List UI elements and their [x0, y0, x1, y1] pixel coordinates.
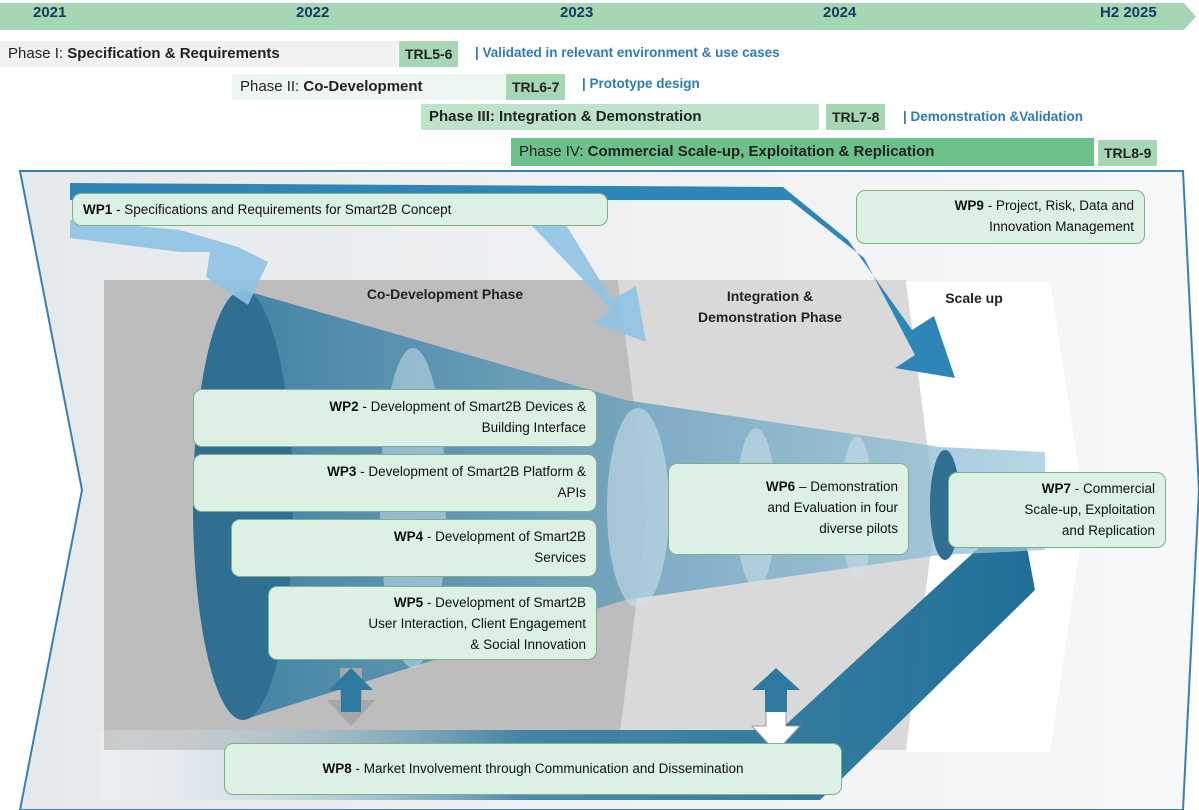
phase-1-name: Specification & Requirements [67, 45, 280, 62]
phase-4-prefix: Phase IV: [519, 143, 588, 160]
timeline-year-h2-2025: H2 2025 [1100, 4, 1157, 21]
wp1-box: WP1 - Specifications and Requirements fo… [72, 193, 608, 226]
wp8-id: WP8 [322, 761, 352, 776]
wp7-text-line2: Scale-up, Exploitation [1024, 502, 1155, 517]
wp8-box: WP8 - Market Involvement through Communi… [224, 743, 842, 795]
wp2-text-line2: Building Interface [481, 420, 586, 435]
phase-4-bar: Phase IV: Commercial Scale-up, Exploitat… [511, 138, 1094, 166]
integration-wp8-arrows [750, 668, 802, 753]
wp6-id: WP6 [765, 479, 796, 494]
wp7-box: WP7 - Commercial Scale-up, Exploitation … [948, 472, 1166, 548]
wp2-text: - Development of Smart2B Devices & [358, 399, 586, 414]
wp3-text-line2: APIs [557, 485, 586, 500]
wp2-id: WP2 [329, 399, 359, 414]
integration-phase-label-line1: Integration & [726, 288, 814, 304]
wp3-text: - Development of Smart2B Platform & [356, 464, 586, 479]
timeline-year-2023: 2023 [560, 4, 594, 21]
wp1-arrow-to-integration [520, 215, 646, 342]
wp3-id: WP3 [327, 464, 357, 479]
wp1-id: WP1 [83, 202, 113, 217]
wp6-text-line3: diverse pilots [819, 521, 898, 536]
wp6-box: WP6 – Demonstration and Evaluation in fo… [668, 463, 909, 555]
wp4-text-line2: Services [534, 550, 586, 565]
phase-2-trl-badge: TRL6-7 [506, 74, 566, 100]
wp4-id: WP4 [393, 529, 424, 544]
dissemination-band [100, 510, 1035, 800]
integration-phase-label-line2: Demonstration Phase [698, 309, 842, 325]
wp7-text: - Commercial [1070, 481, 1155, 496]
wp9-box: WP9 - Project, Risk, Data and Innovation… [856, 190, 1145, 244]
wp9-id: WP9 [954, 198, 984, 213]
wp5-text: - Development of Smart2B [423, 595, 586, 610]
phase-1-bar: Phase I: Specification & Requirements [0, 41, 398, 67]
wp8-text: - Market Involvement through Communicati… [351, 761, 744, 776]
timeline-year-2024: 2024 [823, 4, 857, 21]
wp4-box: WP4 - Development of Smart2B Services [231, 519, 597, 577]
codev-wp8-arrows [327, 668, 375, 726]
phase-2-name: Co-Development [303, 78, 423, 95]
phase-3-bar: Phase III: Integration & Demonstration [421, 104, 819, 130]
timeline-bar [0, 3, 1196, 30]
wp5-text-line3: & Social Innovation [470, 637, 586, 652]
wp6-text: – Demonstration [795, 479, 898, 494]
phase-3-trl-badge: TRL7-8 [826, 104, 886, 130]
wp1-arrow-to-codev [70, 220, 268, 305]
wp7-id: WP7 [1041, 481, 1071, 496]
wp1-text: - Specifications and Requirements for Sm… [112, 202, 452, 217]
phase-1-trl-badge: TRL5-6 [399, 41, 459, 67]
phase-2-bar: Phase II: Co-Development [232, 74, 505, 100]
phase-2-trl-description: | Prototype design [582, 76, 700, 91]
phase-1-trl-description: | Validated in relevant environment & us… [475, 45, 780, 60]
wp9-text: - Project, Risk, Data and [983, 198, 1134, 213]
co-development-phase-label: Co-Development Phase [366, 286, 524, 302]
wp5-id: WP5 [393, 595, 424, 610]
integration-phase-label: Integration & Demonstration Phase [655, 286, 885, 328]
phase-3-trl-description: | Demonstration &Validation [903, 109, 1084, 124]
wp5-text-line2: User Interaction, Client Engagement [368, 616, 586, 631]
timeline-year-2022: 2022 [296, 4, 330, 21]
wp3-box: WP3 - Development of Smart2B Platform & … [193, 454, 597, 512]
phase-4-name: Commercial Scale-up, Exploitation & Repl… [587, 143, 935, 160]
phase-4-trl-badge: TRL8-9 [1098, 140, 1158, 166]
wp9-text-line2: Innovation Management [989, 219, 1134, 234]
phase-2-prefix: Phase II: [240, 78, 304, 95]
wp6-text-line2: and Evaluation in four [767, 500, 898, 515]
timeline-year-2021: 2021 [33, 4, 67, 21]
wp5-box: WP5 - Development of Smart2B User Intera… [268, 586, 597, 660]
wp2-box: WP2 - Development of Smart2B Devices & B… [193, 389, 597, 447]
scale-up-label: Scale up [945, 290, 1003, 306]
funnel-ring-2 [607, 408, 669, 608]
wp7-text-line3: and Replication [1061, 523, 1155, 538]
phase-3-name: Phase III: Integration & Demonstration [429, 108, 702, 125]
phase-1-prefix: Phase I: [8, 45, 68, 62]
wp4-text: - Development of Smart2B [423, 529, 586, 544]
